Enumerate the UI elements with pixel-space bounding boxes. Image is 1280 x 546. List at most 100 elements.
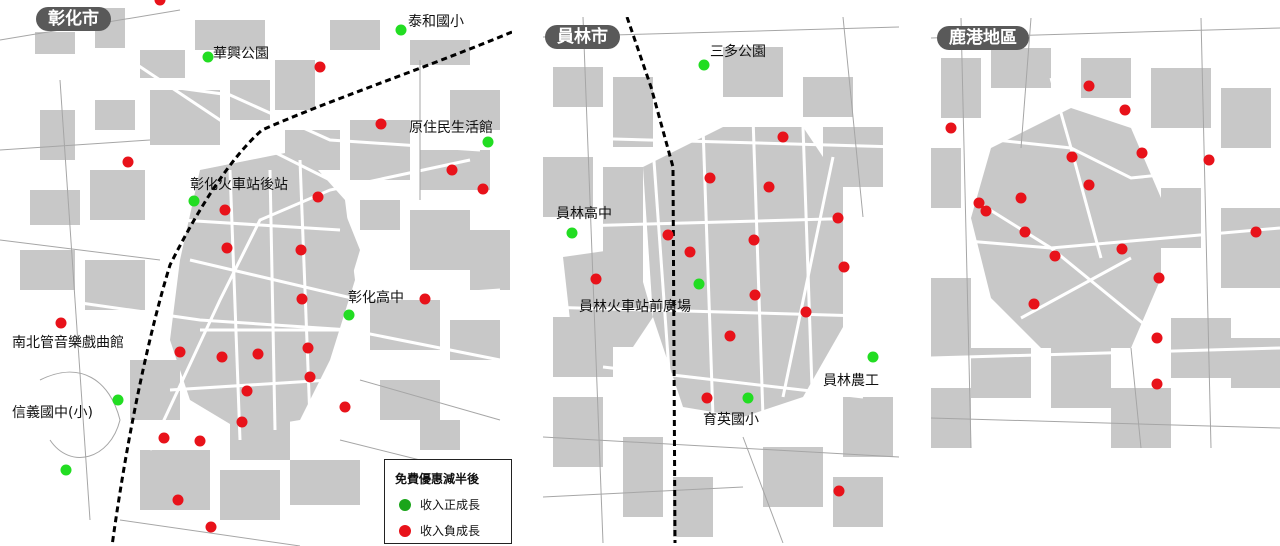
negative-growth-marker — [219, 204, 231, 216]
negative-growth-marker — [1116, 243, 1128, 255]
label-changhua-station-rear: 彰化火車站後站 — [190, 176, 288, 193]
changhua-map-panel: 泰和國小 華興公園 原住民生活館 彰化火車站後站 彰化高中 南北管音樂戲曲館 信… — [0, 0, 512, 546]
changhua-dots — [55, 0, 494, 533]
positive-growth-marker — [693, 278, 705, 290]
legend-negative-label: 收入負成長 — [420, 524, 481, 538]
yuanlin-railway — [625, 17, 677, 543]
negative-growth-marker — [684, 246, 696, 258]
negative-growth-marker — [724, 330, 736, 342]
label-nanbeiguan-hall: 南北管音樂戲曲館 — [12, 334, 124, 351]
negative-growth-marker — [375, 118, 387, 130]
negative-growth-marker — [158, 432, 170, 444]
lukang-dots — [945, 80, 1262, 390]
negative-growth-marker — [1203, 154, 1215, 166]
legend: 免費優惠減半後 收入正成長 收入負成長 — [384, 459, 512, 544]
negative-growth-marker — [1151, 332, 1163, 344]
label-yuying-elementary: 育英國小 — [703, 411, 759, 428]
label-changhua-high-school: 彰化高中 — [348, 289, 404, 306]
negative-growth-marker — [1153, 272, 1165, 284]
yuanlin-map-panel: 三多公園 員林高中 員林火車站前廣場 員林農工 育英國小 員林市 — [543, 17, 899, 543]
negative-growth-marker — [295, 244, 307, 256]
negative-growth-marker — [339, 401, 351, 413]
label-yuanlin-vocational: 員林農工 — [823, 373, 879, 389]
yuanlin-dots — [566, 59, 879, 497]
negative-growth-marker — [194, 435, 206, 447]
yuanlin-labels: 三多公園 員林高中 員林火車站前廣場 員林農工 育英國小 — [556, 43, 879, 428]
negative-growth-marker — [800, 306, 812, 318]
legend-negative-row: 收入負成長 — [399, 522, 480, 539]
positive-growth-marker — [343, 309, 355, 321]
negative-growth-marker — [304, 371, 316, 383]
negative-growth-marker — [1028, 298, 1040, 310]
negative-growth-marker — [174, 346, 186, 358]
positive-growth-marker — [188, 195, 200, 207]
label-indigenous-center: 原住民生活館 — [409, 119, 493, 136]
legend-positive-swatch — [399, 498, 411, 511]
lukang-map-panel: 鹿港地區 — [931, 18, 1280, 448]
changhua-blocks — [20, 8, 510, 520]
changhua-map: 泰和國小 華興公園 原住民生活館 彰化火車站後站 彰化高中 南北管音樂戲曲館 信… — [0, 0, 512, 546]
positive-growth-marker — [698, 59, 710, 71]
yuanlin-blocks — [543, 47, 893, 537]
negative-growth-marker — [1019, 226, 1031, 238]
negative-growth-marker — [122, 156, 134, 168]
negative-growth-marker — [748, 234, 760, 246]
legend-positive-label: 收入正成長 — [420, 498, 481, 512]
yuanlin-title-badge: 員林市 — [545, 25, 620, 49]
lukang-major-roads — [931, 77, 1280, 360]
negative-growth-marker — [1250, 226, 1262, 238]
negative-growth-marker — [838, 261, 850, 273]
positive-growth-marker — [482, 136, 494, 148]
lukang-blocks — [931, 48, 1280, 448]
negative-growth-marker — [1066, 151, 1078, 163]
lukang-title-badge: 鹿港地區 — [937, 26, 1029, 50]
negative-growth-marker — [477, 183, 489, 195]
negative-growth-marker — [252, 348, 264, 360]
positive-growth-marker — [112, 394, 124, 406]
negative-growth-marker — [172, 494, 184, 506]
changhua-title-badge: 彰化市 — [36, 7, 111, 31]
negative-growth-marker — [832, 212, 844, 224]
negative-growth-marker — [312, 191, 324, 203]
label-xinyi-school: 信義國中(小) — [12, 404, 93, 421]
positive-growth-marker — [202, 51, 214, 63]
negative-growth-marker — [55, 317, 67, 329]
negative-growth-marker — [419, 293, 431, 305]
negative-growth-marker — [302, 342, 314, 354]
lukang-map — [931, 18, 1280, 448]
negative-growth-marker — [241, 385, 253, 397]
negative-growth-marker — [763, 181, 775, 193]
negative-growth-marker — [296, 293, 308, 305]
negative-growth-marker — [216, 351, 228, 363]
changhua-railway — [110, 30, 512, 546]
negative-growth-marker — [833, 485, 845, 497]
negative-growth-marker — [662, 229, 674, 241]
negative-growth-marker — [1119, 104, 1131, 116]
negative-growth-marker — [221, 242, 233, 254]
yuanlin-map: 三多公園 員林高中 員林火車站前廣場 員林農工 育英國小 — [543, 17, 899, 543]
negative-growth-marker — [973, 197, 985, 209]
negative-growth-marker — [446, 164, 458, 176]
negative-growth-marker — [945, 122, 957, 134]
negative-growth-marker — [1083, 80, 1095, 92]
negative-growth-marker — [1049, 250, 1061, 262]
label-huaxing-park: 華興公園 — [213, 46, 269, 62]
positive-growth-marker — [60, 464, 72, 476]
negative-growth-marker — [777, 131, 789, 143]
yuanlin-major-roads — [543, 116, 899, 428]
positive-growth-marker — [742, 392, 754, 404]
negative-growth-marker — [314, 61, 326, 73]
negative-growth-marker — [205, 521, 217, 533]
negative-growth-marker — [1015, 192, 1027, 204]
negative-growth-marker — [1083, 179, 1095, 191]
legend-positive-row: 收入正成長 — [399, 496, 480, 513]
negative-growth-marker — [749, 289, 761, 301]
legend-negative-swatch — [399, 524, 411, 537]
negative-growth-marker — [1151, 378, 1163, 390]
label-taihe-elementary: 泰和國小 — [408, 14, 464, 30]
positive-growth-marker — [395, 24, 407, 36]
legend-title: 免費優惠減半後 — [395, 472, 480, 486]
label-yuanlin-station-square: 員林火車站前廣場 — [579, 298, 691, 315]
negative-growth-marker — [236, 416, 248, 428]
label-sanduo-park: 三多公園 — [710, 43, 766, 60]
